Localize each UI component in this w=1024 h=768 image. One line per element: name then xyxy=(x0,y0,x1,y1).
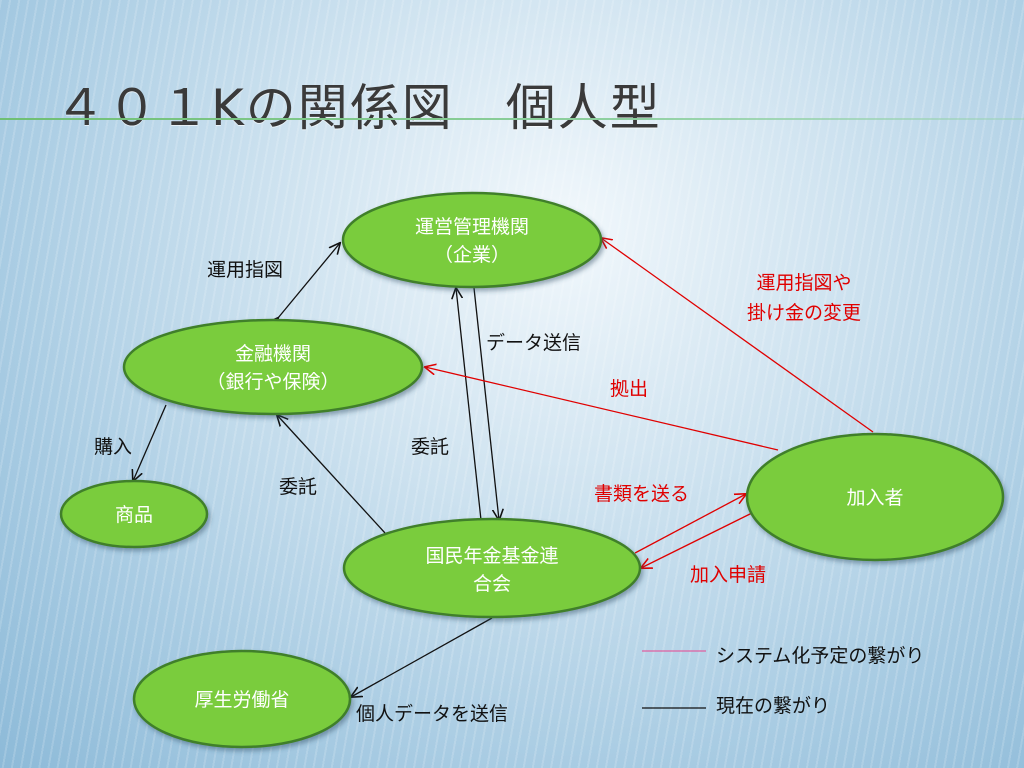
title-rule xyxy=(0,118,1024,120)
edge-member-to-admin xyxy=(601,238,874,433)
edge-admin-to-kokumin xyxy=(473,287,499,520)
edge-member-to-finance xyxy=(425,367,779,451)
node-finance-line2: （銀行や保険） xyxy=(206,371,339,393)
edge-finance-to-admin xyxy=(278,243,340,318)
node-finance: 金融機関 （銀行や保険） xyxy=(122,318,424,416)
edge-member-to-kokumin xyxy=(641,511,755,568)
node-member-line1: 加入者 xyxy=(846,487,903,509)
label-unyo-kakekin-line2: 掛け金の変更 xyxy=(747,302,861,324)
label-kojin-data: 個人データを送信 xyxy=(356,703,508,725)
node-product-line1: 商品 xyxy=(115,504,153,526)
label-data-soushin: データ送信 xyxy=(486,332,581,354)
node-kokumin-line1: 国民年金基金連 xyxy=(425,545,558,567)
label-kanyu-shinsei: 加入申請 xyxy=(690,564,766,586)
legend-current-label: 現在の繋がり xyxy=(716,695,830,717)
edge-kokumin-to-mhlw xyxy=(351,617,493,697)
node-kokumin: 国民年金基金連 合会 xyxy=(342,517,642,619)
node-member: 加入者 xyxy=(745,432,1005,562)
node-mhlw: 厚生労働省 xyxy=(132,649,352,749)
node-admin-line2: （企業） xyxy=(434,244,510,266)
legend-planned-label: システム化予定の繋がり xyxy=(716,645,924,667)
node-kokumin-line2: 合会 xyxy=(473,573,511,595)
edge-kokumin-to-finance xyxy=(277,415,386,534)
slide-title: ４０１Kの関係図 個人型 xyxy=(55,79,662,137)
label-unyo-shizu: 運用指図 xyxy=(207,259,283,281)
node-admin-line1: 運営管理機関 xyxy=(415,216,529,238)
node-mhlw-line1: 厚生労働省 xyxy=(194,689,289,711)
label-itaku-center: 委託 xyxy=(411,436,449,458)
node-product: 商品 xyxy=(59,479,209,549)
label-unyo-kakekin-line1: 運用指図や xyxy=(756,272,851,294)
label-kyoshutsu: 拠出 xyxy=(610,378,648,400)
label-konyu: 購入 xyxy=(94,436,132,458)
edge-finance-to-product xyxy=(133,404,167,481)
edge-kokumin-to-admin xyxy=(456,288,482,521)
node-finance-line1: 金融機関 xyxy=(235,343,311,365)
label-itaku-left: 委託 xyxy=(279,476,317,498)
node-admin: 運営管理機関 （企業） xyxy=(341,191,603,289)
edge-kokumin-to-member xyxy=(634,494,746,554)
label-shorui: 書類を送る xyxy=(594,483,689,505)
